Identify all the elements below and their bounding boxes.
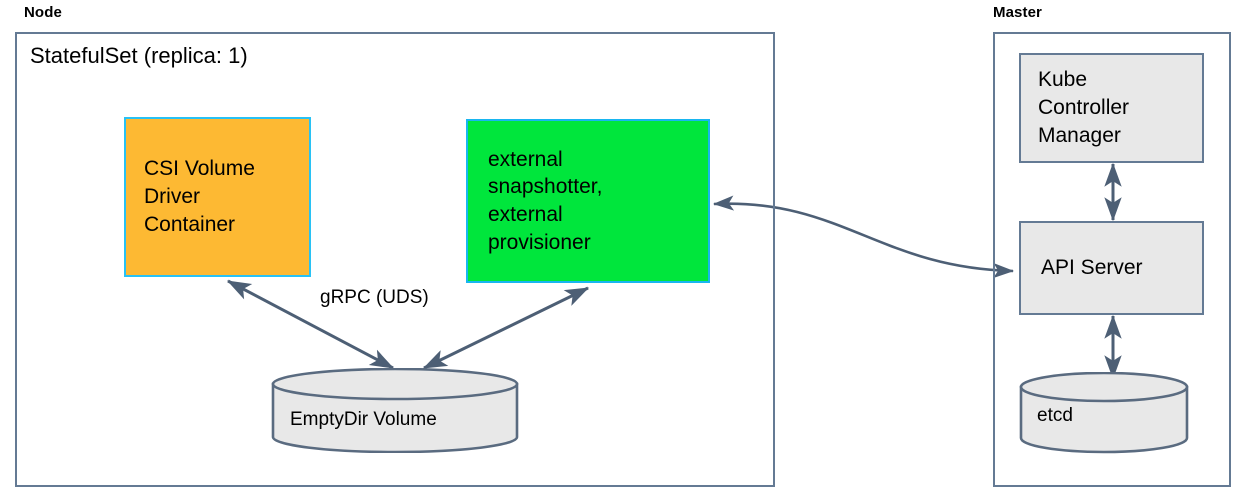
- node-etcd[interactable]: [1018, 372, 1190, 454]
- node-csi-volume-driver-container-label: CSI Volume Driver Container: [144, 157, 255, 236]
- node-api-server-label: API Server: [1041, 256, 1143, 280]
- node-external-sidecars[interactable]: external snapshotter, external provision…: [466, 119, 710, 283]
- master-group-label: Master: [993, 4, 1042, 21]
- master-group-box: [993, 32, 1231, 487]
- node-kube-controller-manager[interactable]: Kube Controller Manager: [1019, 53, 1204, 163]
- node-etcd-label: etcd: [1037, 405, 1073, 426]
- statefulset-caption: StatefulSet (replica: 1): [30, 43, 248, 68]
- node-group-label: Node: [24, 4, 62, 21]
- node-csi-volume-driver-container[interactable]: CSI Volume Driver Container: [124, 117, 311, 277]
- edge-label-grpc-uds: gRPC (UDS): [320, 287, 429, 308]
- node-kube-controller-manager-label: Kube Controller Manager: [1038, 68, 1130, 147]
- node-api-server[interactable]: API Server: [1019, 221, 1204, 315]
- node-emptydir-volume-label: EmptyDir Volume: [290, 409, 437, 430]
- node-emptydir-volume[interactable]: [270, 368, 520, 453]
- node-external-sidecars-label: external snapshotter, external provision…: [488, 147, 603, 254]
- node-group-box: [15, 32, 775, 487]
